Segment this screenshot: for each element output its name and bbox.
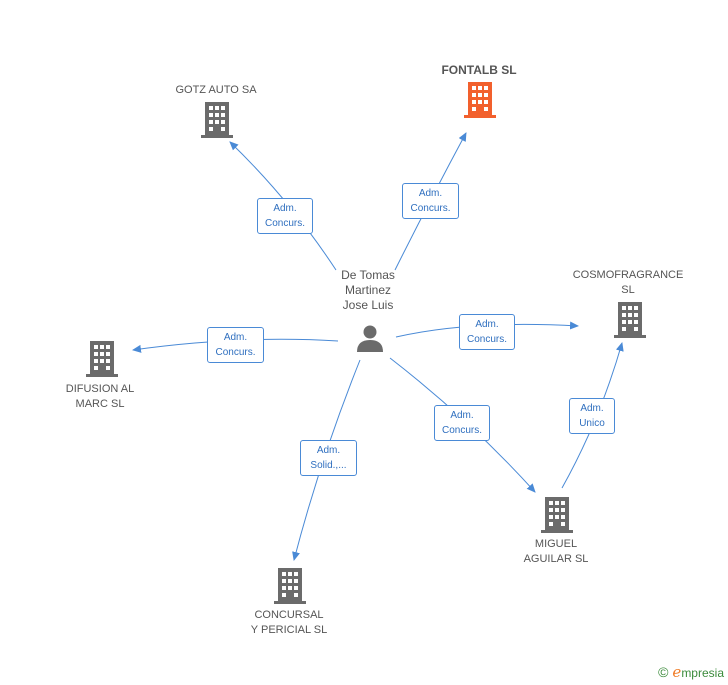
brand-initial: e <box>672 663 682 681</box>
building-icon-focus[interactable] <box>464 82 496 118</box>
center-person-label[interactable]: De Tomas Martinez Jose Luis <box>341 268 395 312</box>
relation-label-difusion[interactable]: Adm. Concurs. <box>207 327 264 363</box>
relation-label-miguel-cosmo[interactable]: Adm. Unico <box>569 398 615 434</box>
company-label-concursal[interactable]: CONCURSAL Y PERICIAL SL <box>250 609 328 636</box>
company-label-fontalb[interactable]: FONTALB SL <box>441 63 517 77</box>
relation-label-cosmo[interactable]: Adm. Concurs. <box>459 314 515 350</box>
building-icon[interactable] <box>541 497 573 533</box>
building-icon[interactable] <box>86 341 118 377</box>
brand-footer[interactable]: ©empresia <box>658 663 724 681</box>
company-label-difusion[interactable]: DIFUSION AL MARC SL <box>65 383 135 410</box>
company-label-gotz[interactable]: GOTZ AUTO SA <box>175 84 257 96</box>
copyright-symbol: © <box>658 664 669 680</box>
relation-label-gotz[interactable]: Adm. Concurs. <box>257 198 313 234</box>
building-icon[interactable] <box>201 102 233 138</box>
relation-label-miguel[interactable]: Adm. Concurs. <box>434 405 490 441</box>
building-icon[interactable] <box>274 568 306 604</box>
brand-name: mpresia <box>681 666 724 680</box>
building-icon[interactable] <box>614 302 646 338</box>
person-icon[interactable] <box>355 323 385 353</box>
relation-label-fontalb[interactable]: Adm. Concurs. <box>402 183 459 219</box>
relation-label-concursal[interactable]: Adm. Solid.,... <box>300 440 357 476</box>
company-label-miguel[interactable]: MIGUEL AGUILAR SL <box>523 538 589 565</box>
company-label-cosmo[interactable]: COSMOFRAGRANCE SL <box>572 269 684 296</box>
